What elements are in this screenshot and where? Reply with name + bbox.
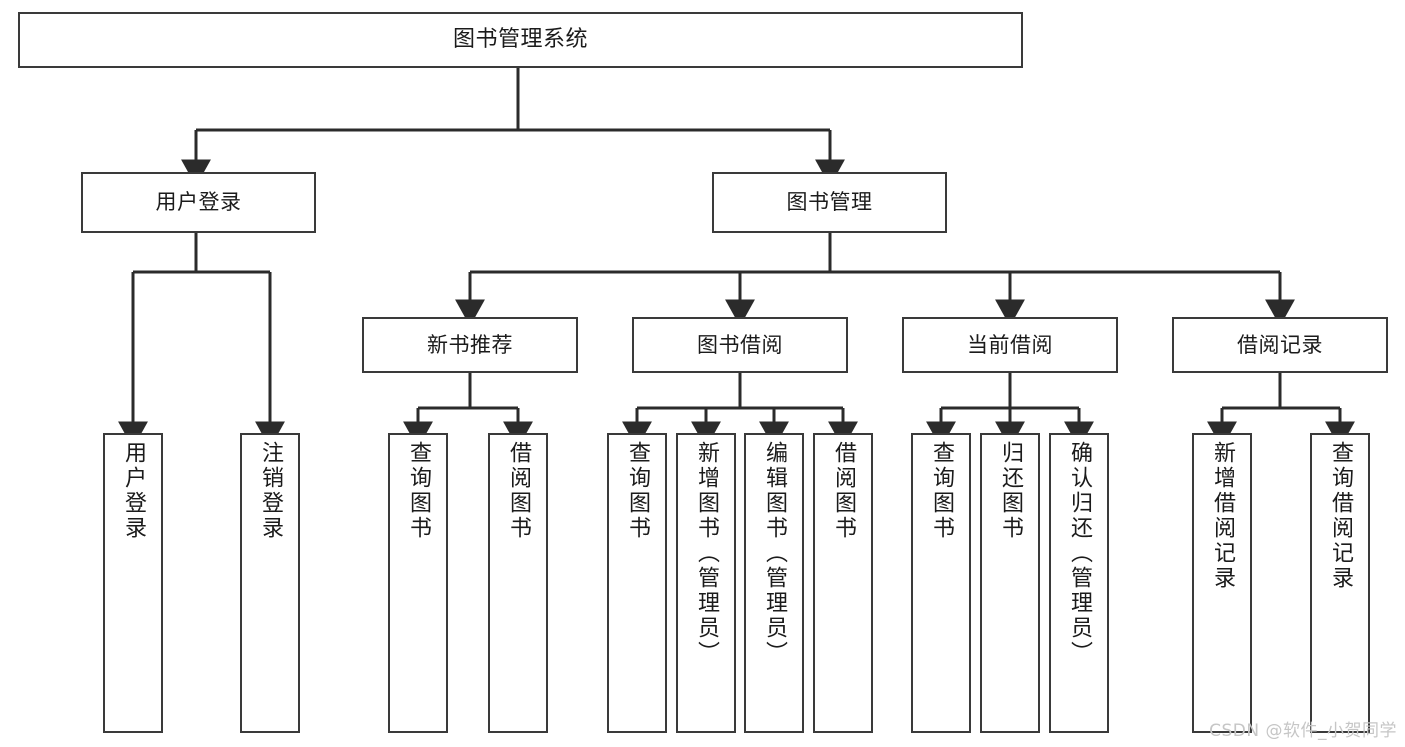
node-label: 查询图书 <box>406 441 431 541</box>
node-label: 图书管理系统 <box>452 27 588 53</box>
node-book-borrow[interactable]: 图书借阅 <box>632 317 848 373</box>
leaf-borrow-borrow-book[interactable]: 借阅图书 <box>813 433 873 733</box>
node-label: 查询借阅记录 <box>1328 441 1353 591</box>
leaf-recommend-query-book[interactable]: 查询图书 <box>388 433 448 733</box>
node-label: 图书管理 <box>786 190 873 215</box>
leaf-current-return-book[interactable]: 归还图书 <box>980 433 1040 733</box>
node-label: 注销登录 <box>258 441 283 541</box>
node-user-login[interactable]: 用户登录 <box>81 172 316 233</box>
node-label: 图书借阅 <box>697 332 783 357</box>
leaf-borrow-edit-book-admin[interactable]: 编辑图书（管理员） <box>744 433 804 733</box>
node-label: 新增借阅记录 <box>1210 441 1235 591</box>
node-label: 借阅记录 <box>1237 332 1323 357</box>
node-label: 编辑图书（管理员） <box>762 441 787 666</box>
node-label: 确认归还（管理员） <box>1067 441 1092 666</box>
node-label: 查询图书 <box>929 441 954 541</box>
leaf-user-login-logout[interactable]: 注销登录 <box>240 433 300 733</box>
leaf-current-query-book[interactable]: 查询图书 <box>911 433 971 733</box>
leaf-borrow-query-book[interactable]: 查询图书 <box>607 433 667 733</box>
leaf-current-confirm-return-admin[interactable]: 确认归还（管理员） <box>1049 433 1109 733</box>
node-book-management[interactable]: 图书管理 <box>712 172 947 233</box>
leaf-record-query-record[interactable]: 查询借阅记录 <box>1310 433 1370 733</box>
node-label: 查询图书 <box>625 441 650 541</box>
node-label: 借阅图书 <box>831 441 856 541</box>
watermark: CSDN @软件_小贺同学 <box>1209 721 1397 741</box>
node-root-system[interactable]: 图书管理系统 <box>18 12 1023 68</box>
node-label: 新书推荐 <box>427 332 513 357</box>
leaf-recommend-borrow-book[interactable]: 借阅图书 <box>488 433 548 733</box>
node-label: 用户登录 <box>155 190 242 215</box>
node-current-borrow[interactable]: 当前借阅 <box>902 317 1118 373</box>
node-label: 用户登录 <box>121 441 146 541</box>
leaf-record-add-record[interactable]: 新增借阅记录 <box>1192 433 1252 733</box>
node-label: 当前借阅 <box>967 332 1053 357</box>
leaf-user-login-login[interactable]: 用户登录 <box>103 433 163 733</box>
node-new-book-recommend[interactable]: 新书推荐 <box>362 317 578 373</box>
node-borrow-record[interactable]: 借阅记录 <box>1172 317 1388 373</box>
node-label: 新增图书（管理员） <box>694 441 719 666</box>
node-label: 借阅图书 <box>506 441 531 541</box>
leaf-borrow-add-book-admin[interactable]: 新增图书（管理员） <box>676 433 736 733</box>
node-label: 归还图书 <box>998 441 1023 541</box>
